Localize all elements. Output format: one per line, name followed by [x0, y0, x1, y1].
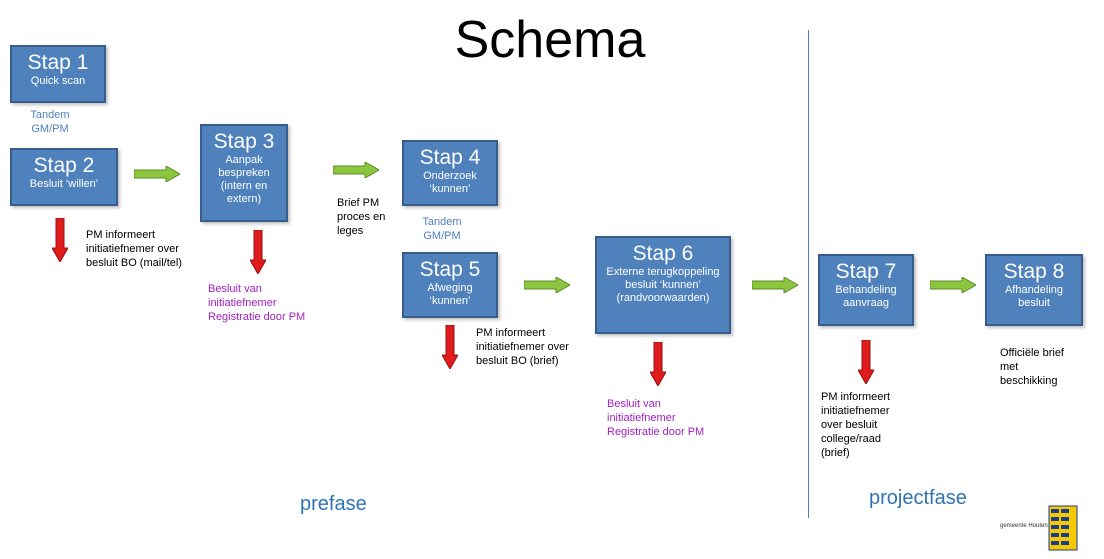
- step-label: Stap 1: [27, 51, 89, 74]
- step-description: Onderzoek ‘kunnen’: [423, 170, 477, 195]
- step-label: Stap 4: [419, 146, 481, 169]
- step-4-box: Stap 4 Onderzoek ‘kunnen’: [402, 140, 498, 206]
- arrow-down-icon: [250, 230, 266, 274]
- step-label: Stap 6: [632, 242, 694, 265]
- pm-note-1: PM informeert initiatiefnemer over beslu…: [86, 229, 182, 269]
- step-label: Stap 8: [1003, 260, 1065, 283]
- step-label: Stap 5: [419, 258, 481, 281]
- step-8-box: Stap 8 Afhandeling besluit: [985, 254, 1083, 326]
- tandem-note-2: Tandem GM/PM: [422, 216, 462, 242]
- arrow-right-icon: [930, 277, 976, 293]
- step-description: Externe terugkoppeling besluit ‘kunnen’ …: [606, 266, 720, 304]
- step-label: Stap 3: [213, 130, 275, 153]
- step-2-box: Stap 2 Besluit ‘willen’: [10, 148, 118, 206]
- tandem-note-1: Tandem GM/PM: [30, 109, 70, 135]
- arrow-down-icon: [442, 325, 458, 369]
- pm-note-2: PM informeert initiatiefnemer over beslu…: [476, 327, 569, 367]
- gemeente-logo: gemeente Houten: [1000, 505, 1080, 553]
- step-label: Stap 7: [835, 260, 897, 283]
- step-5-box: Stap 5 Afweging ‘kunnen’: [402, 252, 498, 318]
- arrow-down-icon: [52, 218, 68, 262]
- officiele-note: Officiële brief met beschikking: [1000, 347, 1064, 387]
- brief-note: Brief PM proces en leges: [337, 197, 386, 237]
- arrow-right-icon: [134, 166, 180, 182]
- step-6-box: Stap 6 Externe terugkoppeling besluit ‘k…: [595, 236, 731, 334]
- step-3-box: Stap 3 Aanpak bespreken (intern en exter…: [200, 124, 288, 222]
- step-description: Behandeling aanvraag: [835, 284, 897, 309]
- logo-text: gemeente Houten: [1000, 523, 1048, 529]
- step-1-box: Stap 1 Quick scan: [10, 45, 106, 103]
- step-description: Besluit ‘willen’: [29, 178, 99, 190]
- arrow-right-icon: [333, 162, 379, 178]
- prefase-label: prefase: [300, 493, 367, 515]
- besluit-note-2: Besluit van initiatiefnemer Registratie …: [607, 398, 705, 438]
- step-description: Aanpak bespreken (intern en extern): [218, 154, 270, 205]
- projectfase-label: projectfase: [869, 487, 967, 509]
- arrow-down-icon: [650, 342, 666, 386]
- arrow-right-icon: [752, 277, 798, 293]
- arrow-down-icon: [858, 340, 874, 384]
- phase-divider: [808, 30, 809, 518]
- step-description: Afweging ‘kunnen’: [427, 282, 473, 307]
- step-7-box: Stap 7 Behandeling aanvraag: [818, 254, 914, 326]
- step-description: Quick scan: [30, 75, 86, 87]
- coat-of-arms-icon: [1048, 505, 1078, 551]
- pm-note-3: PM informeert initiatiefnemer over beslu…: [821, 391, 891, 459]
- step-description: Afhandeling besluit: [1004, 284, 1064, 309]
- page-title: Schema: [454, 11, 646, 69]
- arrow-right-icon: [524, 277, 570, 293]
- besluit-note-1: Besluit van initiatiefnemer Registratie …: [208, 283, 306, 323]
- step-label: Stap 2: [33, 154, 95, 177]
